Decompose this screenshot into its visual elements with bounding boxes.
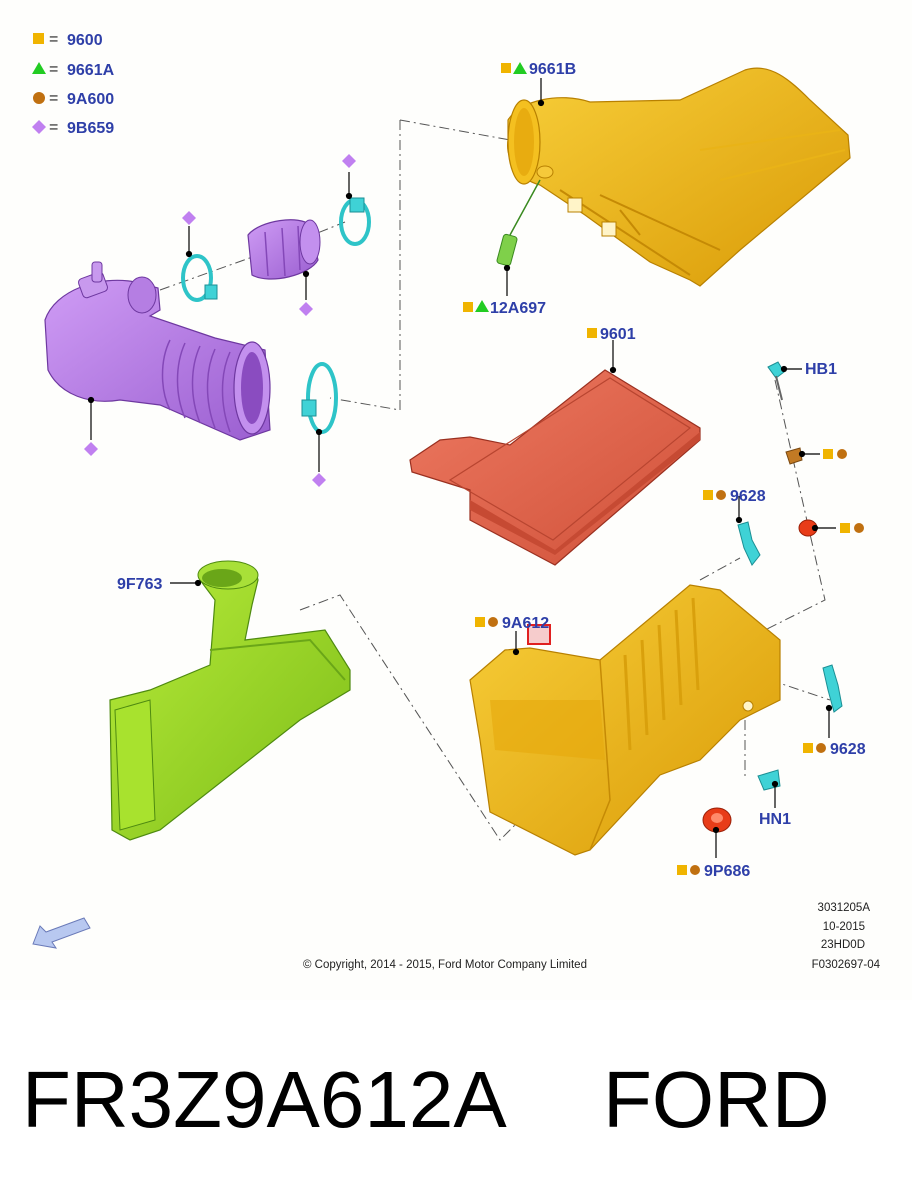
legend: = 9600 = 9661A = 9A600 = 9B659 — [32, 31, 115, 137]
air-cleaner-housing — [469, 584, 781, 856]
copyright-text: © Copyright, 2014 - 2015, Ford Motor Com… — [303, 959, 587, 971]
circle-icon — [837, 449, 847, 459]
legend-code-9661a: 9661A — [67, 62, 115, 79]
brand-caption: FORD — [603, 1055, 830, 1144]
legend-eq-1: = — [49, 31, 58, 48]
diamond-icon — [182, 211, 196, 225]
resonator — [109, 560, 351, 841]
square-icon — [677, 865, 687, 875]
callout-9601: 9601 — [600, 326, 636, 343]
callout-9p686: 9P686 — [704, 863, 750, 880]
callout-markers — [84, 62, 864, 875]
callout-12a697: 12A697 — [490, 300, 546, 317]
square-icon — [703, 490, 713, 500]
diamond-icon — [312, 473, 326, 487]
square-icon — [475, 617, 485, 627]
legend-circle-icon — [33, 92, 45, 104]
circle-icon — [816, 743, 826, 753]
callout-9661b: 9661B — [529, 61, 576, 78]
square-icon — [587, 328, 597, 338]
diagram-meta: 3031205A 10-2015 23HD0D F0302697-04 © Co… — [303, 902, 881, 971]
legend-code-9600: 9600 — [67, 32, 103, 49]
circle-icon — [716, 490, 726, 500]
meta-code-4: F0302697-04 — [812, 959, 881, 971]
diamond-icon — [299, 302, 313, 316]
callout-9628-lower: 9628 — [830, 741, 866, 758]
triangle-icon — [513, 62, 527, 74]
parts-diagram: = 9600 = 9661A = 9A600 = 9B659 — [32, 31, 881, 971]
highlight-box — [527, 624, 551, 645]
triangle-icon — [475, 300, 489, 312]
legend-triangle-icon — [32, 62, 46, 74]
part-number-caption: FR3Z9A612A — [22, 1055, 507, 1144]
air-filter-element — [409, 369, 701, 566]
legend-code-9b659: 9B659 — [67, 120, 114, 137]
square-icon — [823, 449, 833, 459]
callout-hb1: HB1 — [805, 361, 837, 378]
square-icon — [463, 302, 473, 312]
legend-eq-4: = — [49, 119, 58, 136]
diamond-icon — [342, 154, 356, 168]
square-icon — [840, 523, 850, 533]
leader-lines — [87, 78, 836, 858]
intake-duct — [44, 261, 271, 441]
diamond-icon — [84, 442, 98, 456]
coupler-hose — [247, 219, 321, 280]
callout-9628-upper: 9628 — [730, 488, 766, 505]
legend-eq-2: = — [49, 61, 58, 78]
front-direction-arrow-icon — [32, 917, 91, 949]
square-icon — [803, 743, 813, 753]
legend-eq-3: = — [49, 90, 58, 107]
callout-labels: 9661B 12A697 9601 HB1 9628 9F763 9A612 9… — [117, 61, 866, 880]
meta-code-2: 10-2015 — [823, 921, 865, 933]
small-hardware — [702, 361, 843, 833]
square-icon — [501, 63, 511, 73]
circle-icon — [854, 523, 864, 533]
sensor-12a697 — [496, 179, 541, 267]
legend-square-icon — [33, 33, 44, 44]
circle-icon — [488, 617, 498, 627]
meta-code-1: 3031205A — [818, 902, 871, 914]
legend-code-9a600: 9A600 — [67, 91, 114, 108]
air-cleaner-cover — [507, 67, 851, 287]
circle-icon — [690, 865, 700, 875]
legend-diamond-icon — [32, 120, 46, 134]
callout-9f763: 9F763 — [117, 576, 162, 593]
callout-9a612: 9A612 — [502, 615, 549, 632]
callout-hn1: HN1 — [759, 811, 791, 828]
meta-code-3: 23HD0D — [821, 939, 865, 951]
